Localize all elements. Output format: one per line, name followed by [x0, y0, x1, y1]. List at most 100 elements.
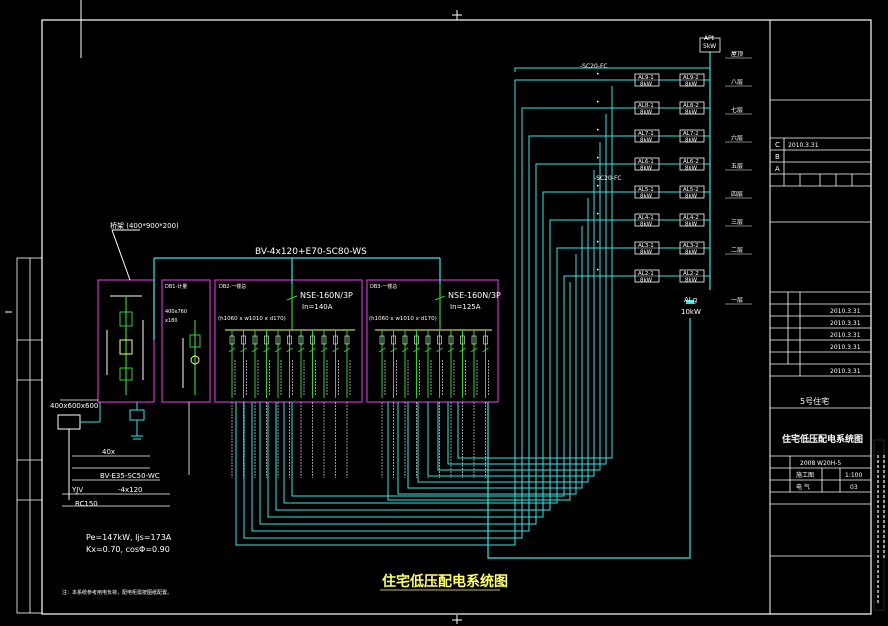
riser-network: ••••••••: [231, 52, 711, 559]
db2-name: DB2-一楼总: [219, 283, 246, 290]
title-block-text: C 2010.3.31 B A 2010.3.31 2010.3.31 2010…: [775, 141, 863, 491]
alg-power: 10kW: [681, 308, 701, 316]
project-name: 5号住宅: [800, 396, 829, 406]
signoff-4: 2010.3.31: [830, 344, 861, 351]
text-labels: 桥架 (400*900*200) BV-4x120+E70-SC80-WS DB…: [50, 35, 716, 596]
floor-label: 一层: [731, 297, 743, 304]
stage: 施工图: [796, 471, 814, 479]
main-drawing-title: 住宅低压配电系统图: [382, 573, 508, 590]
rev-mark-c: C: [775, 141, 780, 149]
conduit-label-1: -SC20-FC: [580, 63, 608, 70]
distribution-box-power: 8kW: [640, 222, 653, 228]
db1-name: DB1-计量: [165, 283, 187, 290]
db2-feeder-switch: [320, 347, 328, 353]
main-feeder: [153, 257, 441, 340]
db2-feeder-breaker: [241, 335, 246, 345]
distribution-box-power: 8kW: [640, 166, 653, 172]
distribution-box-power: 8kW: [685, 250, 698, 256]
conduit-dot: •: [596, 239, 600, 246]
distribution-box-name: AL3-1: [638, 243, 654, 249]
db2-feeder-switch: [309, 347, 316, 353]
db3-cabinet: [366, 279, 499, 403]
db2-feeder-switch: [297, 347, 305, 353]
distribution-box-name: AL6-1: [638, 159, 654, 165]
drawing-note: 注：本系统参考用电负荷，配电柜需按图纸配置。: [62, 589, 172, 596]
floor-label: 屋顶: [731, 51, 743, 58]
distribution-box-name: AL2-2: [683, 271, 699, 277]
db3-feeder-switch: [447, 347, 455, 353]
apt-power: 5kW: [703, 43, 716, 50]
db3-feeder-switch: [413, 347, 420, 353]
riser-loop: [283, 247, 595, 504]
rev-date-c: 2010.3.31: [788, 142, 819, 149]
title-block: [770, 99, 871, 557]
db3-feeder-switch: [424, 347, 432, 353]
scale: 1:100: [845, 472, 862, 479]
drawing-number: 2008 W20H-5: [800, 460, 841, 467]
riser-loop: [243, 107, 610, 539]
db3-dims: (h1060 x w1010 x d170): [369, 316, 437, 322]
title-block-drawing-title: 住宅低压配电系统图: [782, 433, 863, 445]
riser-loop: [251, 135, 607, 532]
conduit-label-2: -SC20-FC: [594, 175, 622, 182]
alg-label: ALg: [684, 296, 697, 304]
db3-feeder-switch: [436, 347, 443, 353]
riser-loop: [259, 163, 604, 525]
load-line-2: Kx=0.70, cosΦ=0.90: [86, 545, 170, 554]
db3-feeder-breaker: [448, 335, 454, 345]
db2-dims: (h1060 x w1010 x d170): [218, 316, 286, 322]
riser-loop-db3: [397, 254, 577, 495]
cable-1a: 40x: [102, 448, 115, 456]
rc-label: RC150: [75, 500, 98, 508]
db3-feeder-switch: [378, 347, 386, 353]
rev-mark-b: B: [775, 153, 780, 161]
db3-feeder-switch: [459, 347, 466, 353]
db3-feeder-breaker: [460, 335, 465, 345]
incoming-box-label: 400x600x600: [50, 402, 98, 410]
riser-loop: [291, 275, 592, 497]
riser-loop-db3: [417, 198, 589, 483]
db3-name: DB3-一楼总: [370, 283, 397, 290]
distribution-box-power: 8kW: [685, 166, 698, 172]
signoff-5: 2010.3.31: [830, 368, 861, 375]
distribution-box-power: 8kW: [685, 194, 698, 200]
crosshair-marks: [5, 0, 462, 624]
distribution-box-power: 8kW: [685, 222, 698, 228]
db3-feeder-breaker: [471, 335, 477, 345]
conduit-dot: •: [596, 71, 600, 78]
db3-feeder-breaker: [437, 335, 442, 345]
db2-feeder-breaker: [287, 335, 292, 345]
db2-feeder-breaker: [298, 335, 304, 345]
db3-feeder-switch: [482, 347, 489, 353]
distribution-box-power: 8kW: [685, 138, 698, 144]
db2-feeder-switch: [286, 347, 293, 353]
signoff-1: 2010.3.31: [830, 308, 861, 315]
distribution-box-name: AL7-1: [638, 131, 654, 137]
db3-feeder-switch: [401, 347, 409, 353]
incoming-section: [57, 229, 170, 507]
distribution-box-name: AL4-1: [638, 215, 654, 221]
floor-label: 四层: [731, 191, 743, 198]
distribution-box-power: 8kW: [640, 82, 653, 88]
riser-loop: [235, 79, 613, 546]
db3-feeder-breaker: [414, 335, 419, 345]
distribution-box-name: AL5-1: [638, 187, 654, 193]
apt-box: [699, 37, 721, 53]
db3-feeder-breaker: [391, 335, 396, 345]
distribution-box-name: AL2-1: [638, 271, 654, 277]
floor-label: 六层: [731, 134, 743, 142]
distribution-box-power: 8kW: [640, 278, 653, 284]
top-feeder: [514, 67, 710, 72]
riser-loop-db3: [427, 170, 595, 477]
apt-label: APt: [704, 35, 715, 42]
distribution-box-power: 8kW: [685, 278, 698, 284]
db3-breaker: NSE-160N/3P: [448, 291, 501, 300]
distribution-box-name: AL6-2: [683, 159, 699, 165]
distribution-box-power: 8kW: [640, 250, 653, 256]
conduit-dot: •: [596, 183, 600, 190]
distribution-box-power: 8kW: [640, 138, 653, 144]
floor-label: 八层: [731, 79, 743, 86]
cable-tray-label: 桥架 (400*900*200): [110, 221, 179, 230]
riser-loop-db3: [457, 86, 613, 459]
discipline: 电 气: [796, 483, 810, 491]
